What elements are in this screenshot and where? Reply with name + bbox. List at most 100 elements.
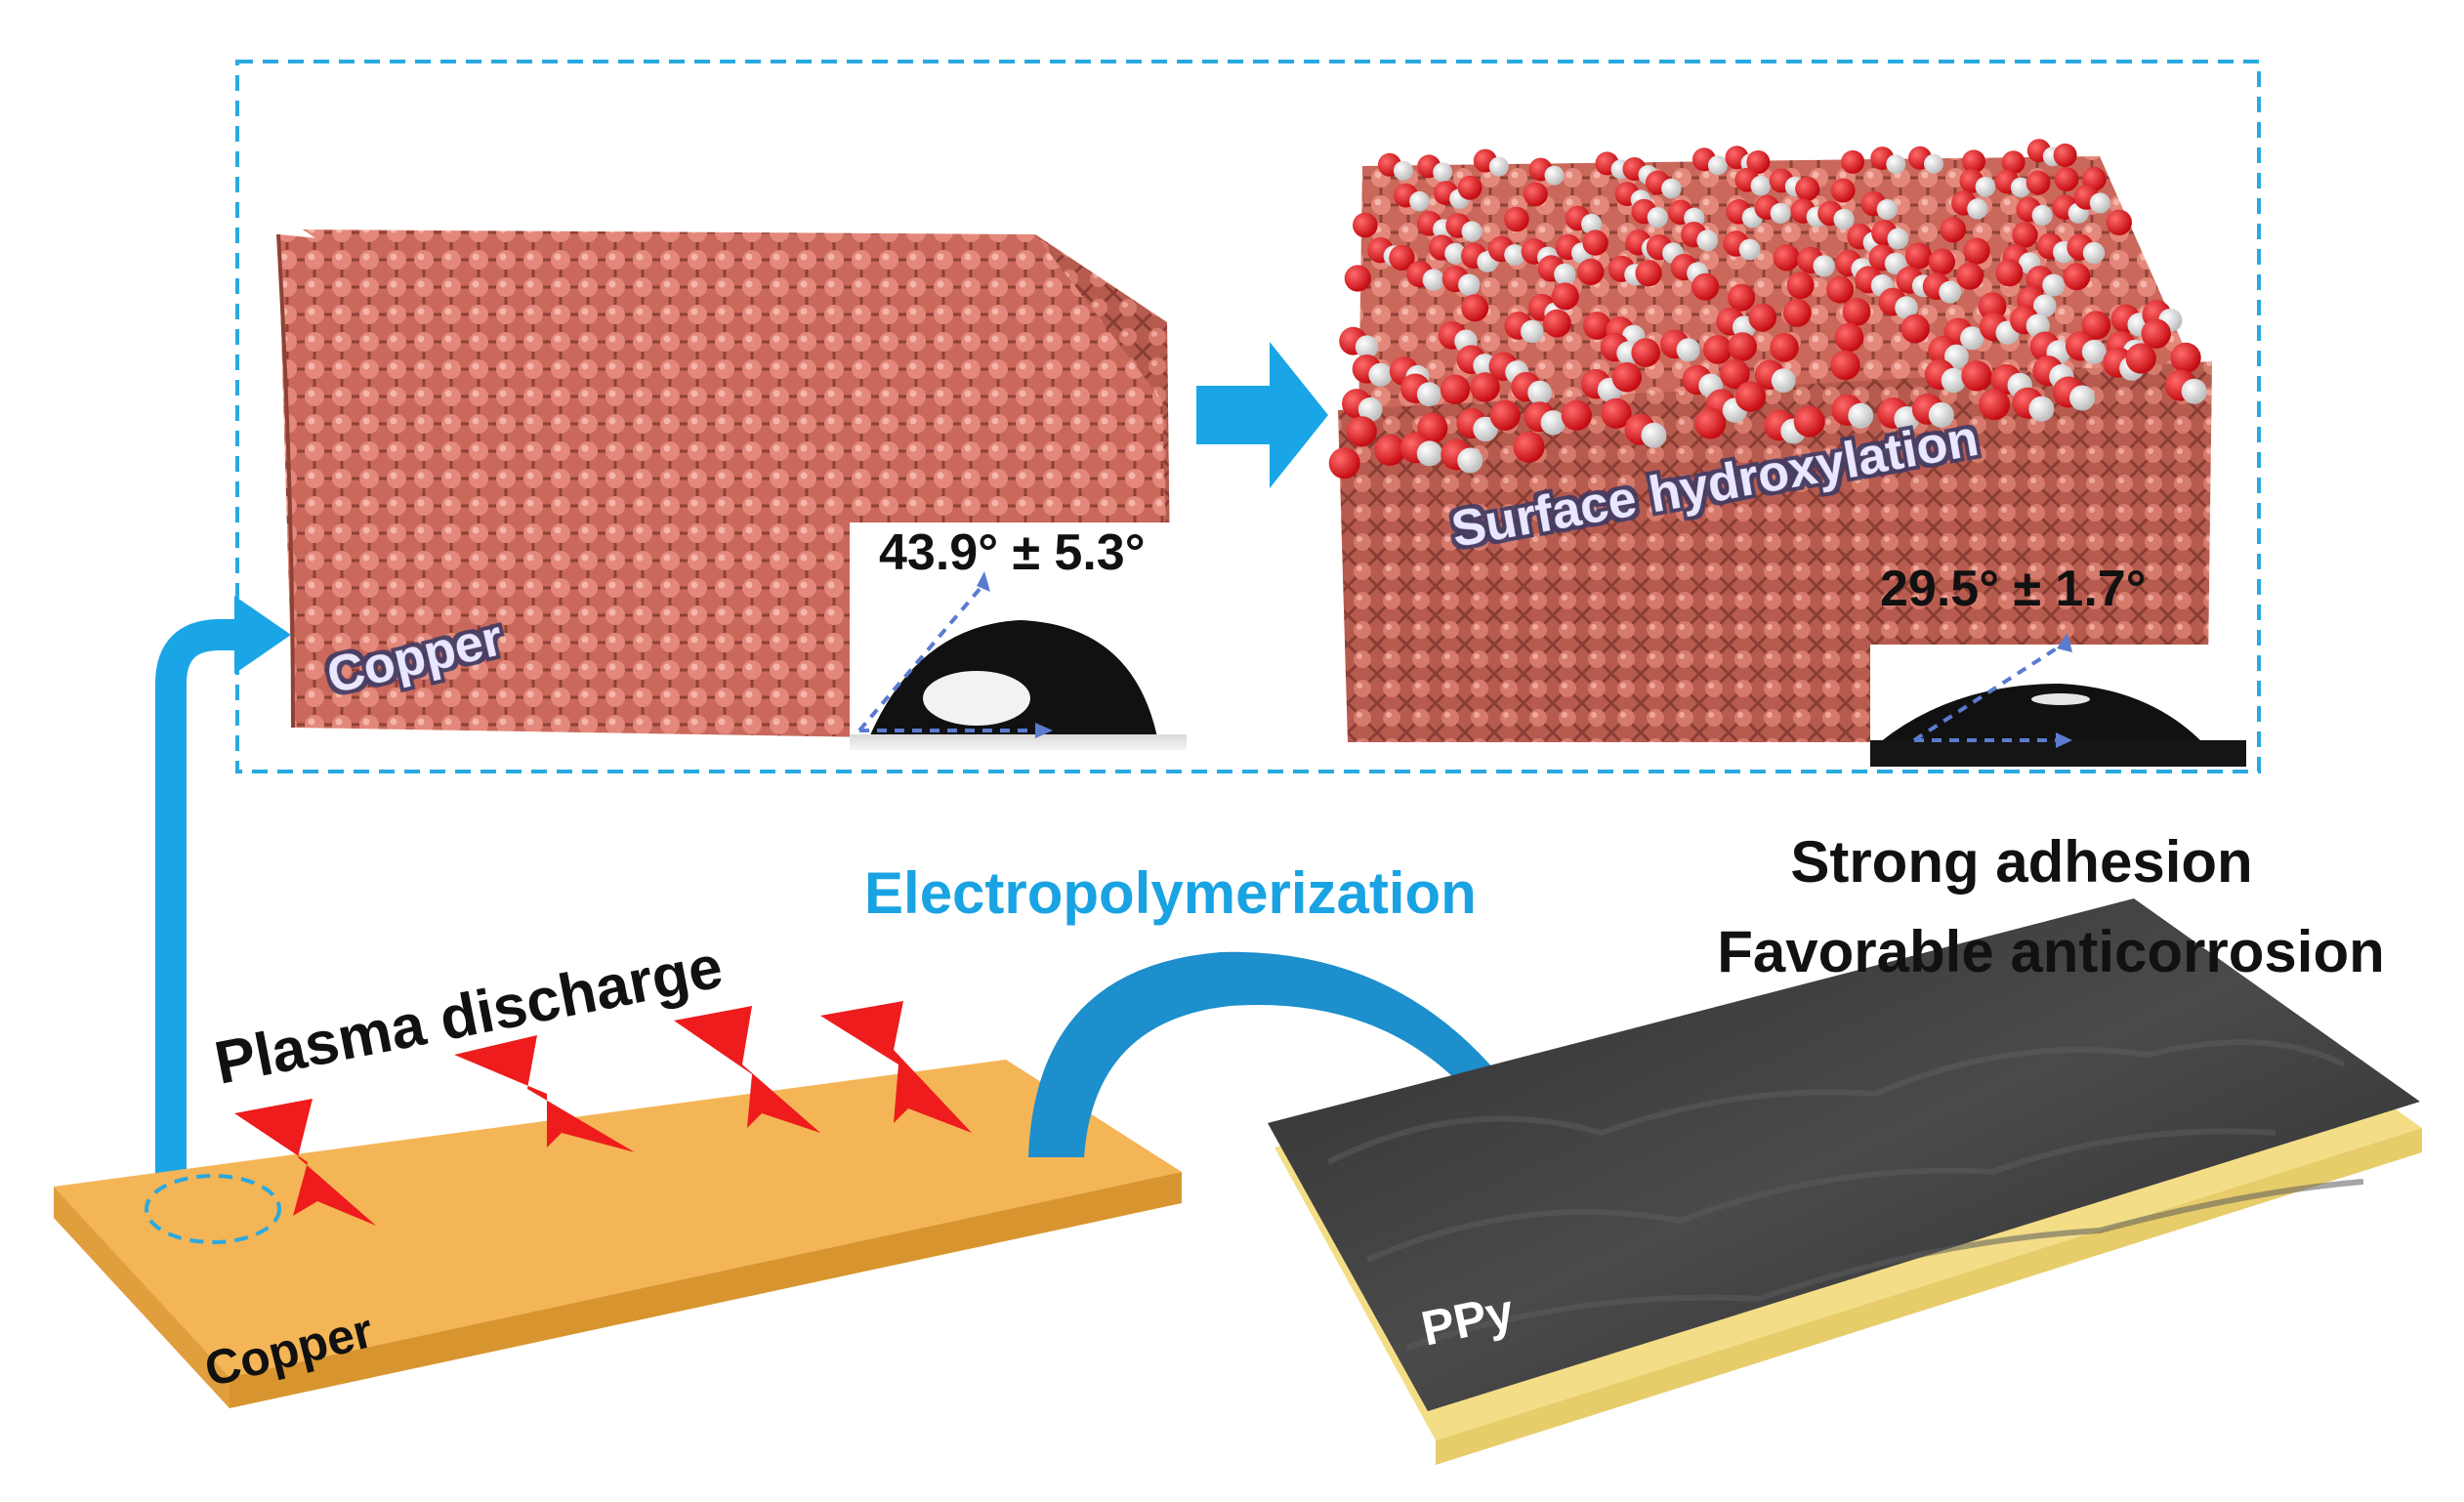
oxygen-atom: [1582, 229, 1608, 256]
hydrogen-atom: [1416, 382, 1441, 407]
hydrogen-atom: [1504, 244, 1525, 266]
oxygen-atom: [2141, 318, 2171, 349]
oxygen-atom: [1748, 303, 1777, 332]
oxygen-atom: [2170, 342, 2201, 373]
oxygen-atom: [1746, 150, 1771, 174]
oxygen-atom: [2063, 263, 2091, 291]
hydrogen-atom: [1527, 380, 1552, 405]
oxygen-atom: [1782, 299, 1812, 327]
oxygen-atom: [1961, 360, 1992, 392]
ppy-coated-plate: [1268, 898, 2422, 1465]
oxygen-atom: [2125, 343, 2156, 374]
plasma-discharge-label: Plasma discharge: [210, 933, 729, 1097]
hydrogen-atom: [1941, 367, 1967, 394]
oxygen-atom: [1389, 244, 1415, 271]
hydrogen-atom: [1457, 447, 1483, 474]
droplet-image-before: [850, 522, 1187, 750]
oxygen-atom: [1793, 405, 1825, 438]
hydrogen-atom: [1355, 335, 1379, 359]
hydrogen-atom: [1540, 410, 1566, 436]
hydrogen-atom: [1444, 242, 1466, 265]
tangent-line-before: [857, 579, 988, 732]
oxygen-atom: [1489, 399, 1521, 431]
oxygen-atom: [1720, 358, 1750, 390]
oxygen-atom: [1956, 262, 1984, 290]
oxygen-atom: [2012, 222, 2038, 248]
hydrogen-atom: [1544, 165, 1565, 186]
oxygen-atom: [1635, 260, 1662, 287]
hydrogen-atom: [1707, 155, 1728, 176]
hydrogen-atom: [2010, 177, 2031, 198]
curved-arrow-icon: [1028, 951, 1567, 1157]
hydrogen-atom: [1473, 416, 1498, 442]
lightning-bolt-icon: [234, 1001, 972, 1226]
hydrogen-atom: [1521, 319, 1544, 344]
hydrogen-atom: [1944, 344, 1969, 369]
oxygen-atom: [1900, 313, 1930, 344]
hydrogen-atom: [1461, 221, 1483, 242]
hydrogen-atom: [1357, 396, 1383, 422]
droplet-image-after: [1870, 633, 2246, 767]
oxygen-atom: [1795, 176, 1819, 201]
oxygen-atom: [2053, 143, 2077, 167]
oxygen-atom: [1978, 292, 2007, 321]
hydrogen-atom: [1750, 175, 1772, 196]
up-arrow-icon: [155, 619, 242, 1187]
hydrogen-atom: [1458, 273, 1481, 296]
oxygen-atom: [1841, 149, 1865, 174]
hydrogen-atom: [1895, 296, 1918, 319]
hydrogen-atom: [2089, 192, 2110, 214]
hydrogen-atom: [2081, 339, 2107, 364]
hydrogen-atom: [2028, 396, 2055, 422]
result-line-2: Favorable anticorrosion: [1717, 919, 2385, 984]
oxygen-atom: [1770, 333, 1799, 362]
hydrogen-atom: [2181, 378, 2207, 404]
oxygen-atom: [2025, 170, 2051, 195]
hydrogen-atom: [1409, 190, 1430, 212]
oxygen-atom: [1346, 416, 1377, 447]
oxygen-atom: [1703, 335, 1733, 364]
oxygen-atom: [1601, 397, 1632, 429]
electropolymerization-label: Electropolymerization: [864, 860, 1477, 926]
hydrogen-atom: [1975, 177, 1996, 197]
hydrogen-atom: [1960, 326, 1984, 351]
oxygen-atom: [1611, 362, 1643, 393]
right-arrow-icon: [1196, 342, 1328, 488]
hydrogen-atom: [1886, 154, 1906, 175]
hydrogen-atom: [2069, 385, 2095, 411]
hydrogen-atom: [1924, 153, 1943, 174]
oxygen-atom: [1504, 206, 1529, 232]
oxygen-atom: [1962, 149, 1985, 174]
oxygen-atom: [1834, 322, 1864, 353]
oxygen-atom: [1561, 399, 1592, 431]
hydrogen-atom: [1884, 252, 1907, 275]
oxygen-atom: [1773, 244, 1800, 271]
oxygen-atom: [1691, 272, 1720, 301]
oxygen-atom: [1830, 178, 1856, 203]
oxygen-atom: [1830, 350, 1860, 381]
hydrogen-atom: [1813, 255, 1835, 277]
oxygen-atom: [1631, 338, 1660, 367]
oxygen-atom: [1842, 298, 1871, 326]
hydrogen-atom: [1368, 362, 1393, 387]
hydrogen-atom: [2031, 204, 2053, 226]
hydrogen-atom: [1848, 402, 1874, 429]
oxygen-atom: [1905, 242, 1933, 270]
oxygen-atom: [1543, 309, 1571, 338]
oxygen-atom: [1928, 248, 1955, 275]
result-line-1: Strong adhesion: [1790, 829, 2252, 895]
oxygen-atom: [1353, 212, 1378, 238]
hydrogen-atom: [1676, 338, 1700, 362]
oxygen-atom: [1728, 283, 1756, 312]
hydrogen-atom: [1771, 368, 1796, 394]
oxygen-atom: [1524, 182, 1548, 207]
hydrogen-atom: [1876, 198, 1898, 221]
hydrogen-atom: [1928, 401, 1954, 428]
hydrogen-atom: [2033, 294, 2057, 318]
hydrogen-atom: [1833, 208, 1855, 229]
hydrogen-atom: [1887, 228, 1909, 250]
hydrogen-atom: [1967, 198, 1988, 220]
hydroxyl-groups: [1328, 139, 2207, 480]
hydrogen-atom: [1647, 207, 1668, 229]
hydrogen-atom: [1422, 269, 1445, 291]
